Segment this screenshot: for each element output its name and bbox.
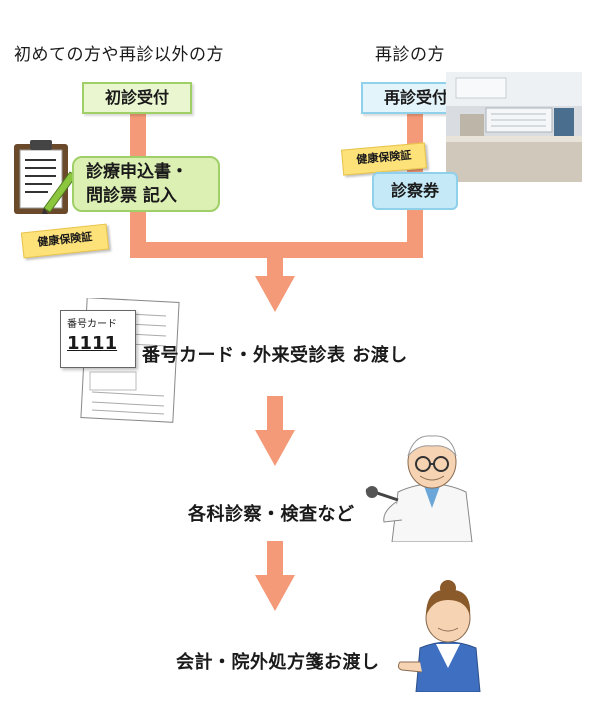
merge-flow-line <box>130 242 423 258</box>
arrow-1-shaft <box>267 256 283 278</box>
reception-desk-photo <box>446 72 582 182</box>
number-card-number: 1111 <box>67 333 118 354</box>
form-callout: 診療申込書・ 問診票 記入 <box>72 156 220 212</box>
arrow-1-head <box>255 276 295 312</box>
clerk-illustration <box>397 580 481 692</box>
arrow-3-shaft <box>267 541 283 577</box>
consultation-ticket-box: 診察券 <box>372 172 458 210</box>
first-reception-box: 初診受付 <box>82 82 192 114</box>
doctor-illustration <box>365 435 473 542</box>
step-payment: 会計・院外処方箋お渡し <box>176 652 380 673</box>
clipboard-icon <box>14 140 77 214</box>
number-card: 番号カード 1111 <box>60 310 136 368</box>
arrow-2-head <box>255 430 295 466</box>
form-line-1: 診療申込書・ <box>86 162 188 182</box>
arrow-2-shaft <box>267 396 283 432</box>
step-examination: 各科診察・検査など <box>188 504 355 525</box>
arrow-3-head <box>255 575 295 611</box>
first-visit-heading: 初めての方や再診以外の方 <box>14 45 224 65</box>
step-card-handout: 番号カード・外来受診表 お渡し <box>142 345 408 366</box>
form-line-2: 問診票 記入 <box>86 186 177 206</box>
return-visit-heading: 再診の方 <box>375 45 445 65</box>
number-card-label: 番号カード <box>67 319 117 330</box>
